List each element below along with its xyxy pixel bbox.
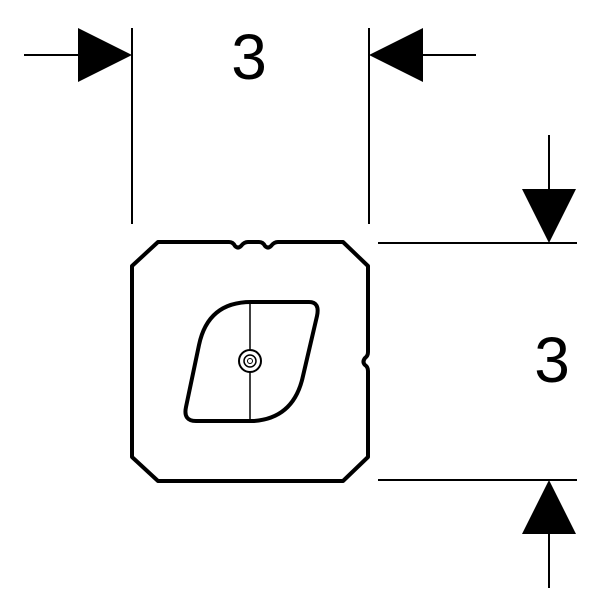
center-marker-outer [238, 349, 262, 373]
height-dimension-label: 3 [534, 324, 570, 396]
height-arrow-top [522, 189, 576, 243]
width-arrow-right [369, 28, 423, 82]
button-plate [130, 240, 370, 483]
height-arrow-bottom [522, 480, 576, 534]
width-dimension-label: 3 [231, 21, 267, 93]
width-dimension: 3 [24, 21, 476, 224]
plate-outline [130, 240, 370, 483]
center-marker-middle [243, 354, 257, 368]
actuator-outline [183, 300, 320, 423]
center-marker-inner [247, 358, 253, 364]
height-dimension: 3 [378, 135, 577, 588]
width-arrow-left [78, 28, 132, 82]
